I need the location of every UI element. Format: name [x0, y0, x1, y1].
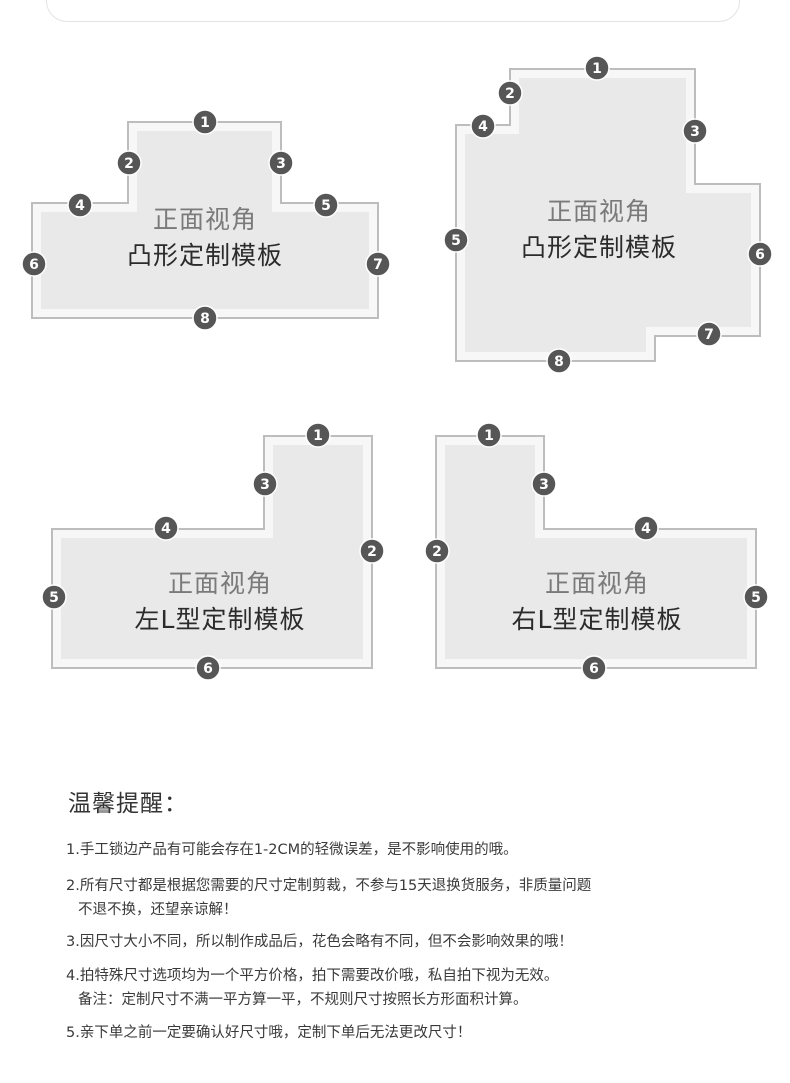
edge-number-label: 1 [484, 428, 494, 444]
diagram-subtitle: 正面视角 [544, 569, 649, 598]
template-convex-small: 1 2 3 4 5 6 7 8 [21, 109, 391, 331]
diagram-right-l-caption: 正面视角 右L型定制模板 [512, 564, 683, 636]
edge-number-label: 2 [505, 86, 515, 102]
edge-number-badge: 2 [424, 538, 450, 564]
diagram-subtitle: 正面视角 [152, 205, 258, 234]
edge-number-badge: 5 [743, 584, 769, 610]
note-item-3: 3.因尺寸大小不同，所以制作成品后，花色会略有不同，但不会影响效果的哦！ [66, 930, 756, 954]
template-fill [465, 78, 751, 352]
note-line: 4.拍特殊尺寸选项均为一个平方价格，拍下需要改价哦，私自拍下视为无效。 [66, 968, 559, 984]
note-item-1: 1.手工锁边产品有可能会存在1-2CM的轻微误差，是不影响使用的哦。 [66, 838, 756, 862]
diagram-subtitle: 正面视角 [167, 569, 272, 598]
edge-number-badge: 6 [195, 655, 221, 681]
edge-number-badge: 2 [497, 80, 523, 106]
edge-number-badge: 3 [268, 150, 294, 176]
edge-number-label: 3 [260, 477, 270, 493]
edge-number-label: 3 [539, 477, 549, 493]
edge-number-badge: 3 [531, 471, 557, 497]
template-right-l: 1 2 3 4 5 6 [424, 422, 769, 681]
edge-number-label: 5 [451, 233, 461, 249]
edge-number-badge: 4 [470, 113, 496, 139]
edge-number-label: 6 [589, 661, 599, 677]
edge-number-label: 6 [203, 661, 213, 677]
diagram-title: 右L型定制模板 [511, 605, 683, 634]
template-fill [61, 445, 363, 659]
edge-number-label: 8 [200, 311, 210, 327]
diagram-title: 左L型定制模板 [134, 605, 306, 634]
edge-number-label: 2 [432, 544, 442, 560]
edge-number-label: 6 [755, 247, 765, 263]
diagram-title: 凸形定制模板 [126, 241, 284, 270]
diagram-convex-small-caption: 正面视角 凸形定制模板 [127, 200, 283, 272]
edge-number-label: 1 [592, 61, 602, 77]
diagram-subtitle: 正面视角 [546, 197, 652, 226]
template-fill [445, 445, 747, 659]
diagram-left-l-caption: 正面视角 左L型定制模板 [135, 564, 306, 636]
edge-number-badge: 4 [633, 515, 659, 541]
note-item-5: 5.亲下单之前一定要确认好尺寸哦，定制下单后无法更改尺寸！ [66, 1021, 756, 1045]
note-line: 1.手工锁边产品有可能会存在1-2CM的轻微误差，是不影响使用的哦。 [66, 842, 518, 858]
edge-number-label: 4 [161, 521, 171, 537]
templates-diagram: 1 2 3 4 5 6 7 8 1 2 3 4 5 6 7 8 1 2 3 4 5 6 1 2 3 4 5 6 [21, 55, 773, 681]
edge-number-label: 2 [124, 156, 134, 172]
edge-number-badge: 2 [359, 538, 385, 564]
note-line: 不退不换，还望亲谅解！ [78, 902, 238, 918]
edge-number-badge: 1 [192, 109, 218, 135]
edge-number-label: 1 [200, 115, 210, 131]
edge-number-badge: 3 [252, 471, 278, 497]
edge-number-badge: 8 [192, 305, 218, 331]
edge-number-label: 2 [367, 544, 377, 560]
template-fill [41, 131, 369, 309]
edge-number-label: 5 [321, 198, 331, 214]
diagram-title: 凸形定制模板 [520, 233, 678, 262]
edge-number-label: 3 [690, 124, 700, 140]
edge-number-label: 4 [641, 521, 651, 537]
edge-number-badge: 8 [546, 348, 572, 374]
edge-number-label: 5 [751, 590, 761, 606]
note-item-2: 2.所有尺寸都是根据您需要的尺寸定制剪裁，不参与15天退换货服务，非质量问题 不… [66, 874, 756, 922]
edge-number-badge: 2 [116, 150, 142, 176]
template-convex-large: 1 2 3 4 5 6 7 8 [443, 55, 773, 374]
edge-number-badge: 7 [365, 251, 391, 277]
edge-number-label: 6 [29, 257, 39, 273]
edge-number-badge: 5 [313, 192, 339, 218]
note-item-4: 4.拍特殊尺寸选项均为一个平方价格，拍下需要改价哦，私自拍下视为无效。 备注：定… [66, 964, 756, 1012]
edge-number-badge: 1 [584, 55, 610, 81]
edge-number-label: 7 [704, 327, 714, 343]
edge-number-badge: 7 [696, 321, 722, 347]
edge-number-badge: 1 [476, 422, 502, 448]
diagram-convex-large-caption: 正面视角 凸形定制模板 [521, 192, 677, 264]
edge-number-label: 7 [373, 257, 383, 273]
edge-number-badge: 3 [682, 118, 708, 144]
notes-title: 温馨提醒： [68, 791, 188, 817]
note-line: 2.所有尺寸都是根据您需要的尺寸定制剪裁，不参与15天退换货服务，非质量问题 [66, 878, 592, 894]
edge-number-badge: 6 [747, 241, 773, 267]
edge-number-label: 4 [478, 119, 488, 135]
note-line: 3.因尺寸大小不同，所以制作成品后，花色会略有不同，但不会影响效果的哦！ [66, 934, 573, 950]
edge-number-label: 1 [313, 428, 323, 444]
edge-number-label: 5 [49, 590, 59, 606]
edge-number-badge: 6 [21, 251, 47, 277]
edge-number-badge: 6 [581, 655, 607, 681]
edge-number-label: 4 [75, 198, 85, 214]
note-line: 备注：定制尺寸不满一平方算一平，不规则尺寸按照长方形面积计算。 [78, 992, 528, 1008]
edge-number-label: 8 [554, 354, 564, 370]
edge-number-label: 3 [276, 156, 286, 172]
note-line: 5.亲下单之前一定要确认好尺寸哦，定制下单后无法更改尺寸！ [66, 1025, 472, 1041]
edge-number-badge: 5 [443, 227, 469, 253]
edge-number-badge: 5 [41, 584, 67, 610]
template-left-l: 1 2 3 4 5 6 [41, 422, 385, 681]
edge-number-badge: 1 [305, 422, 331, 448]
edge-number-badge: 4 [153, 515, 179, 541]
edge-number-badge: 4 [67, 192, 93, 218]
